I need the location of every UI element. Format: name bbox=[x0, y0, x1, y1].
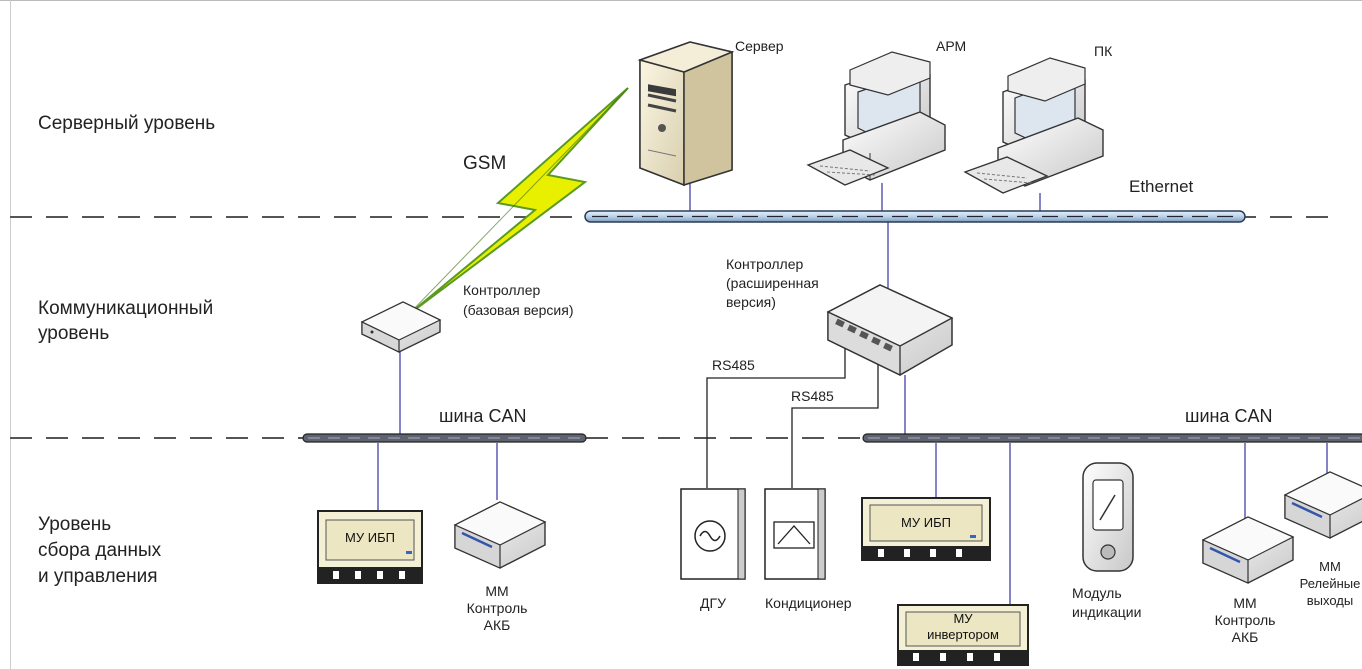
can-bus-right-label: шина CAN bbox=[1185, 406, 1273, 426]
conditioner-label: Кондиционер bbox=[765, 595, 852, 611]
ups-panel-icon bbox=[897, 604, 1029, 666]
workstation-icon bbox=[806, 51, 946, 186]
level-label-comm-line2: уровень bbox=[38, 323, 110, 344]
rs485-label-2: RS485 bbox=[791, 388, 834, 404]
level-separators bbox=[10, 216, 1362, 439]
battery-module-icon bbox=[1283, 471, 1362, 539]
mm-relay-label-line1: ММ bbox=[1319, 559, 1341, 574]
rs485-wire-conditioner bbox=[791, 350, 879, 488]
mm-akb-left-label-line2: Контроль bbox=[466, 600, 528, 616]
rs485-wire-dgu bbox=[706, 340, 846, 488]
battery-module-icon bbox=[1201, 516, 1295, 584]
mm-akb-left-label-line3: АКБ bbox=[483, 617, 511, 633]
mu-ups-left-label: МУ ИБП bbox=[345, 530, 395, 545]
ups-panel-icon bbox=[861, 497, 991, 561]
frame-left-border bbox=[10, 0, 11, 669]
ethernet-label: Ethernet bbox=[1129, 177, 1194, 196]
can-bus-left bbox=[302, 433, 587, 443]
mu-inverter-label-line1: МУ bbox=[953, 611, 973, 626]
mm-akb-right-label-line3: АКБ bbox=[1231, 629, 1259, 645]
ctrl-ext-label-line3: версия) bbox=[726, 294, 776, 310]
level-label-server: Серверный уровень bbox=[38, 113, 216, 134]
dgu-label: ДГУ bbox=[700, 595, 726, 611]
rs485-wires bbox=[706, 340, 879, 488]
ethernet-bus bbox=[584, 210, 1246, 223]
rs485-label-1: RS485 bbox=[712, 357, 755, 373]
gsm-label: GSM bbox=[463, 153, 507, 174]
level-label-data-line1: Уровень bbox=[38, 514, 112, 535]
gsm-bolt-icon bbox=[407, 87, 629, 316]
frame-top-border bbox=[0, 0, 1362, 1]
router-icon bbox=[360, 301, 442, 353]
indication-label-line2: индикации bbox=[1072, 604, 1142, 620]
mm-akb-left-label-line1: ММ bbox=[485, 583, 509, 599]
level-label-data-line3: и управления bbox=[38, 566, 158, 587]
ctrl-basic-label-line2: (базовая версия) bbox=[463, 302, 574, 318]
can-bus-right bbox=[862, 433, 1362, 443]
mu-inverter-label-line2: инвертором bbox=[927, 627, 999, 642]
ups-panel-icon bbox=[317, 510, 423, 584]
pc-label: ПК bbox=[1094, 43, 1113, 59]
display-module-icon bbox=[1082, 462, 1134, 572]
mm-relay-label-line2: Релейные bbox=[1299, 576, 1361, 591]
ctrl-ext-label-line1: Контроллер bbox=[726, 256, 804, 272]
arm-label: АРМ bbox=[936, 38, 967, 54]
mm-akb-right-label-line2: Контроль bbox=[1214, 612, 1276, 628]
connector-lines bbox=[377, 175, 1328, 605]
generator-icon bbox=[680, 488, 746, 580]
level-label-comm-line1: Коммуникационный bbox=[38, 298, 214, 319]
air-conditioner-icon bbox=[764, 488, 826, 580]
server-label: Сервер bbox=[735, 38, 784, 54]
mm-relay-label-line3: выходы bbox=[1306, 593, 1354, 608]
ctrl-ext-label-line2: (расширенная bbox=[726, 275, 819, 291]
server-icon bbox=[637, 41, 735, 187]
mu-ups-right-label: МУ ИБП bbox=[901, 515, 951, 530]
can-bus-left-label: шина CAN bbox=[439, 406, 527, 426]
ctrl-basic-label-line1: Контроллер bbox=[463, 282, 541, 298]
mm-akb-right-label-line1: ММ bbox=[1233, 595, 1257, 611]
switch-icon bbox=[826, 284, 954, 377]
pc-icon bbox=[963, 57, 1104, 194]
battery-module-icon bbox=[453, 501, 547, 569]
level-label-data-line2: сбора данных bbox=[38, 540, 162, 561]
indication-label-line1: Модуль bbox=[1072, 585, 1122, 601]
